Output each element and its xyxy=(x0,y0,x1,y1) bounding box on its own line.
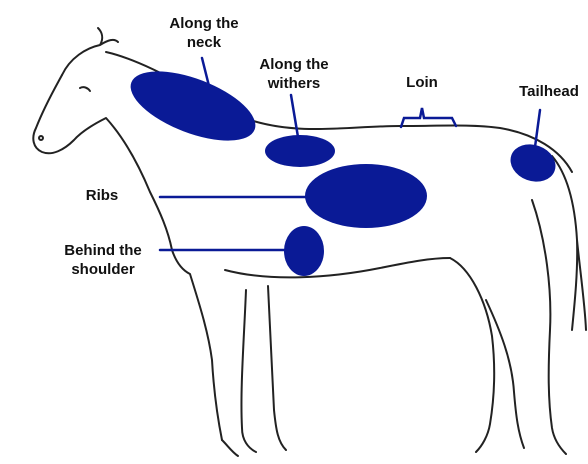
ribs-patch xyxy=(305,164,427,228)
tailhead-label: Tailhead xyxy=(509,82,588,101)
neck-label: Along the neck xyxy=(152,14,256,52)
withers-leader-line xyxy=(291,95,298,137)
tailhead-patch xyxy=(505,138,561,188)
loin-bracket xyxy=(401,108,456,127)
withers-patch xyxy=(265,135,335,167)
withers-label: Along the withers xyxy=(242,55,346,93)
loin-label: Loin xyxy=(394,73,450,92)
ribs-label: Ribs xyxy=(72,186,132,205)
shoulder-label: Behind the shoulder xyxy=(48,241,158,279)
shoulder-patch xyxy=(284,226,324,276)
